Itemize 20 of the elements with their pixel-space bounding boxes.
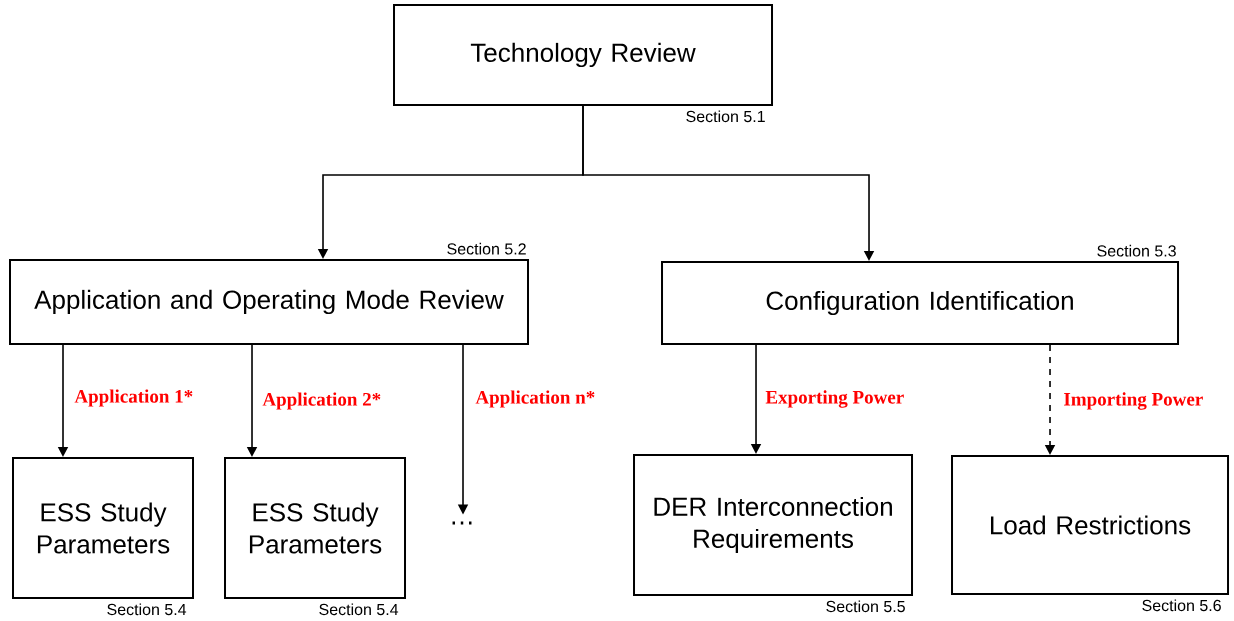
process-box: Technology Review xyxy=(393,4,773,106)
process-box: ESS Study Parameters xyxy=(224,457,406,599)
edge-label: Importing Power xyxy=(1064,392,1203,410)
section-label: Section 5.2 xyxy=(447,242,526,255)
section-label: Section 5.4 xyxy=(107,603,187,616)
section-label: Section 5.4 xyxy=(319,603,399,616)
process-box: Configuration Identification xyxy=(661,261,1179,345)
section-label: Section 5.1 xyxy=(686,110,765,123)
process-box: Load Restrictions xyxy=(951,455,1229,595)
process-box: Application and Operating Mode Review xyxy=(9,259,529,345)
process-box: DER Interconnection Requirements xyxy=(633,454,913,596)
ellipsis-text: … xyxy=(452,521,472,525)
section-label: Section 5.6 xyxy=(1142,599,1221,612)
edge-label: Application 2* xyxy=(262,392,381,410)
section-label: Section 5.5 xyxy=(826,600,905,613)
section-label: Section 5.3 xyxy=(1097,244,1176,257)
edge-label: Application n* xyxy=(475,390,595,408)
edge-label: Exporting Power xyxy=(765,390,904,408)
process-box: ESS Study Parameters xyxy=(12,457,194,599)
edge-label: Application 1* xyxy=(74,389,193,407)
